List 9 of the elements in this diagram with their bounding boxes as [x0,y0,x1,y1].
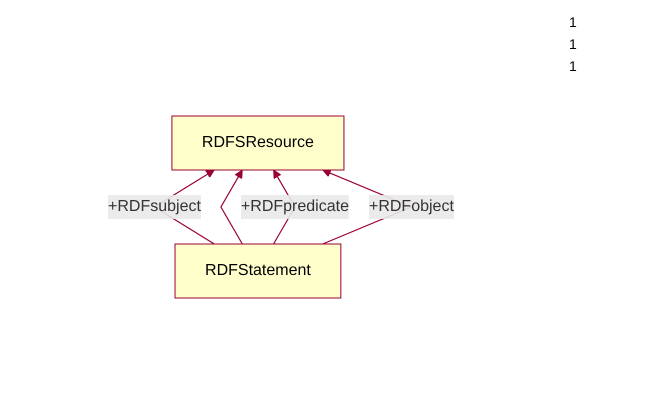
edge-label: +RDFobject [368,198,454,214]
arrow [220,169,242,244]
multiplicity-label: 1 [569,14,578,30]
multiplicity-label: 1 [569,58,578,74]
node-box: RDFStatement [174,243,341,298]
node-box: RDFSResource [170,115,344,170]
edge-label: +RDFsubject [108,198,200,214]
multiplicity-label: 1 [569,36,578,52]
edge-label: +RDFpredicate [240,198,349,214]
